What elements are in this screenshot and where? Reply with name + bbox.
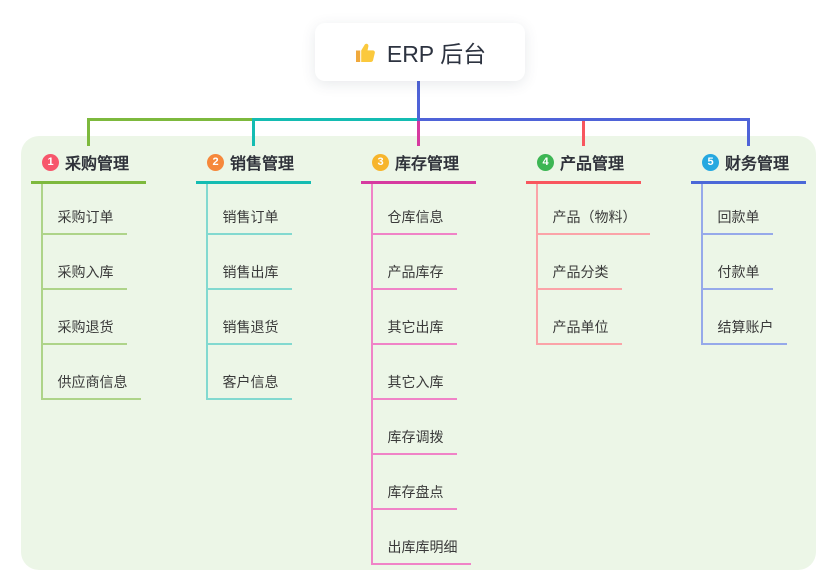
child-node[interactable]: 产品（物料）	[537, 184, 650, 235]
child-node[interactable]: 库存调拨	[372, 400, 457, 455]
child-node[interactable]: 出库库明细	[372, 510, 471, 565]
child-node[interactable]: 销售出库	[207, 235, 292, 290]
root-node-label: ERP 后台	[386, 41, 487, 67]
child-node[interactable]: 其它出库	[372, 290, 457, 345]
child-node[interactable]: 产品分类	[537, 235, 622, 290]
branch-title-label: 财务管理	[725, 156, 790, 173]
branch-node-purchase[interactable]: 1 采购管理	[31, 150, 146, 184]
branch-node-finance[interactable]: 5 财务管理	[691, 150, 806, 184]
branch-title-label: 采购管理	[65, 156, 130, 173]
branch-title-label: 库存管理	[395, 156, 460, 173]
branch-inventory-management: 3 库存管理 仓库信息 产品库存 其它出库 其它入库 库存调拨 库存盘点 出库库…	[361, 150, 476, 565]
root-node[interactable]: ERP 后台	[315, 23, 525, 81]
child-node[interactable]: 采购订单	[42, 184, 127, 235]
branch-sales-management: 2 销售管理 销售订单 销售出库 销售退货 客户信息	[196, 150, 311, 400]
child-node[interactable]: 客户信息	[207, 345, 292, 400]
branch-number-badge: 1	[42, 153, 59, 171]
child-node[interactable]: 销售退货	[207, 290, 292, 345]
branch-children-list: 回款单 付款单 结算账户	[700, 184, 807, 345]
branch-number-badge: 4	[537, 153, 554, 171]
branch-product-management: 4 产品管理 产品（物料） 产品分类 产品单位	[526, 150, 650, 345]
branch-node-inventory[interactable]: 3 库存管理	[361, 150, 476, 184]
branch-title-label: 销售管理	[230, 156, 295, 173]
child-node[interactable]: 采购退货	[42, 290, 127, 345]
branch-finance-management: 5 财务管理 回款单 付款单 结算账户	[691, 150, 806, 345]
branches-panel	[21, 136, 816, 570]
branch-number-badge: 2	[207, 153, 224, 171]
child-node[interactable]: 销售订单	[207, 184, 292, 235]
child-node[interactable]: 产品库存	[372, 235, 457, 290]
branch-children-list: 仓库信息 产品库存 其它出库 其它入库 库存调拨 库存盘点 出库库明细	[370, 184, 477, 565]
branch-title-label: 产品管理	[560, 156, 625, 173]
child-node[interactable]: 供应商信息	[42, 345, 141, 400]
branch-number-badge: 3	[372, 153, 389, 171]
thumbs-up-icon	[355, 43, 375, 62]
branch-node-sales[interactable]: 2 销售管理	[196, 150, 311, 184]
child-node[interactable]: 库存盘点	[372, 455, 457, 510]
child-node[interactable]: 仓库信息	[372, 184, 457, 235]
branch-children-list: 产品（物料） 产品分类 产品单位	[535, 184, 650, 345]
branch-children-list: 采购订单 采购入库 采购退货 供应商信息	[40, 184, 147, 400]
child-node[interactable]: 回款单	[702, 184, 773, 235]
child-node[interactable]: 其它入库	[372, 345, 457, 400]
branch-children-list: 销售订单 销售出库 销售退货 客户信息	[205, 184, 312, 400]
branch-purchase-management: 1 采购管理 采购订单 采购入库 采购退货 供应商信息	[31, 150, 146, 400]
child-node[interactable]: 结算账户	[702, 290, 787, 345]
child-node[interactable]: 采购入库	[42, 235, 127, 290]
branch-number-badge: 5	[702, 153, 719, 171]
branch-node-product[interactable]: 4 产品管理	[526, 150, 641, 184]
child-node[interactable]: 付款单	[702, 235, 773, 290]
child-node[interactable]: 产品单位	[537, 290, 622, 345]
